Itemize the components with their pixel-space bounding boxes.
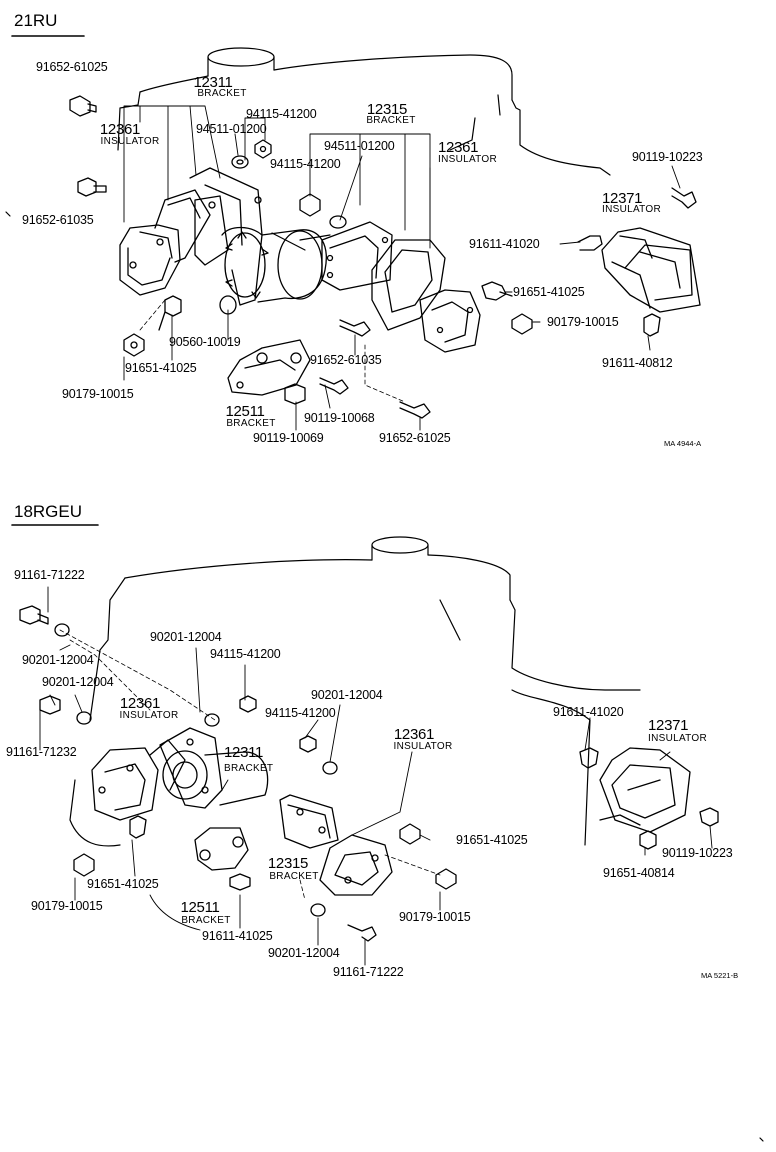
callout-number-12371-21ru: 12371 [602,190,643,207]
fasteners-21ru [69,95,697,419]
insulator-12371-21ru [601,227,701,313]
engine-block-outline-18rgeu [69,536,641,847]
part-number-18rgeu: 91161-71222 [333,965,404,979]
bracket-12511-18rgeu [194,827,249,871]
part-number-21ru: 90179-10015 [547,315,619,329]
part-number-21ru: 94115-41200 [246,107,317,121]
callout-desc-insulator-right-18rgeu: INSULATOR [393,741,453,752]
part-number-21ru: 91652-61035 [310,353,382,367]
callout-number-12371-18rgeu: 12371 [648,717,689,734]
callout-number-12361-left-21ru: 12361 [99,121,141,138]
part-number-18rgeu: 91161-71222 [14,568,85,582]
callout-number-12315-21ru: 12315 [366,101,408,118]
callout-desc-insulator-12371-21ru: INSULATOR [602,204,662,215]
part-number-21ru: 91651-41025 [125,361,197,375]
part-number-18rgeu: 91611-41025 [202,929,273,943]
insulator-12361-right-18rgeu [319,834,393,896]
callout-desc-insulator-12371-18rgeu: INSULATOR [648,733,708,744]
leader-lines-21ru [123,105,681,431]
part-number-21ru: 91611-41020 [469,237,540,251]
callout-number-12511-21ru: 12511 [225,403,265,420]
part-number-18rgeu: 90179-10015 [31,899,103,913]
bracket-12315-18rgeu [279,794,339,849]
part-number-18rgeu: 90201-12004 [42,675,114,689]
callout-desc-insulator-left-18rgeu: INSULATOR [119,710,179,721]
part-number-18rgeu: 90201-12004 [150,630,222,644]
part-number-18rgeu: 94115-41200 [265,706,336,720]
part-number-18rgeu: 90119-10223 [662,846,733,860]
callout-number-12361-right-18rgeu: 12361 [393,726,435,743]
part-number-21ru: 91652-61025 [36,60,108,74]
callout-desc-insulator-right-21ru: INSULATOR [438,154,498,165]
part-number-21ru: 94511-01200 [196,122,267,136]
dashed-alignment-lines-18rgeu [59,629,441,901]
part-number-18rgeu: 91651-41025 [456,833,528,847]
dashed-alignment-lines-21ru [139,299,406,403]
part-number-21ru: 90119-10068 [304,411,375,425]
part-number-21ru: 90119-10223 [632,150,703,164]
part-number-21ru: 94115-41200 [270,157,341,171]
insulator-12361-right-21ru [371,239,481,353]
part-number-18rgeu: 91651-41025 [87,877,159,891]
part-number-21ru: 90560-10019 [169,335,241,349]
part-number-18rgeu: 90201-12004 [268,946,340,960]
insulator-12361-left-18rgeu [91,739,186,821]
part-number-21ru: 90119-10069 [253,431,324,445]
part-number-21ru: 91652-61025 [379,431,451,445]
part-number-18rgeu: 90179-10015 [399,910,471,924]
part-number-21ru: 91652-61035 [22,213,94,227]
bracket-12511-21ru [227,339,311,396]
insulator-12371-18rgeu [599,747,691,833]
callout-number-12361-left-18rgeu: 12361 [119,695,161,712]
callout-desc-bracket-21ru: BRACKET [197,88,247,99]
callout-desc-bracket-12315-21ru: BRACKET [366,115,416,126]
part-number-18rgeu: 91611-41020 [553,705,624,719]
margin-marks [5,211,764,1142]
reference-code-18rgeu: MA 5221-B [701,971,739,980]
callout-number-12311-21ru: 12311 [193,74,233,91]
bracket-12315-21ru [321,221,393,291]
section-header-18rgeu: 18RGEU [14,502,83,521]
part-number-18rgeu: 90201-12004 [22,653,94,667]
part-number-18rgeu: 90201-12004 [311,688,383,702]
leader-lines-18rgeu [39,586,713,966]
callout-number-12361-right-21ru: 12361 [438,139,479,156]
callout-desc-bracket-12511-21ru: BRACKET [226,418,276,429]
part-number-21ru: 94511-01200 [324,139,395,153]
part-number-21ru: 91651-41025 [513,285,585,299]
part-number-18rgeu: 94115-41200 [210,647,281,661]
callout-desc-bracket-12511-18rgeu: BRACKET [181,915,231,926]
callout-desc-bracket-12315-18rgeu: BRACKET [269,871,319,882]
callout-number-12511-18rgeu: 12511 [180,899,220,916]
callout-desc-bracket-12311-18rgeu: BRACKET [224,763,274,774]
section-header-21ru: 21RU [14,11,58,30]
callout-number-12311-18rgeu: 12311 [224,744,264,761]
insulator-12361-left-21ru [119,189,211,296]
part-number-21ru: 91611-40812 [602,356,673,370]
callout-number-12315-18rgeu: 12315 [267,855,309,872]
part-number-18rgeu: 91651-40814 [603,866,675,880]
part-number-21ru: 90179-10015 [62,387,134,401]
part-number-18rgeu: 91161-71232 [6,745,77,759]
callout-desc-insulator-left-21ru: INSULATOR [100,136,160,147]
reference-code-21ru: MA 4944-A [664,439,702,448]
bracket-12311-21ru [189,167,327,306]
engine-block-outline-21ru [117,47,611,251]
